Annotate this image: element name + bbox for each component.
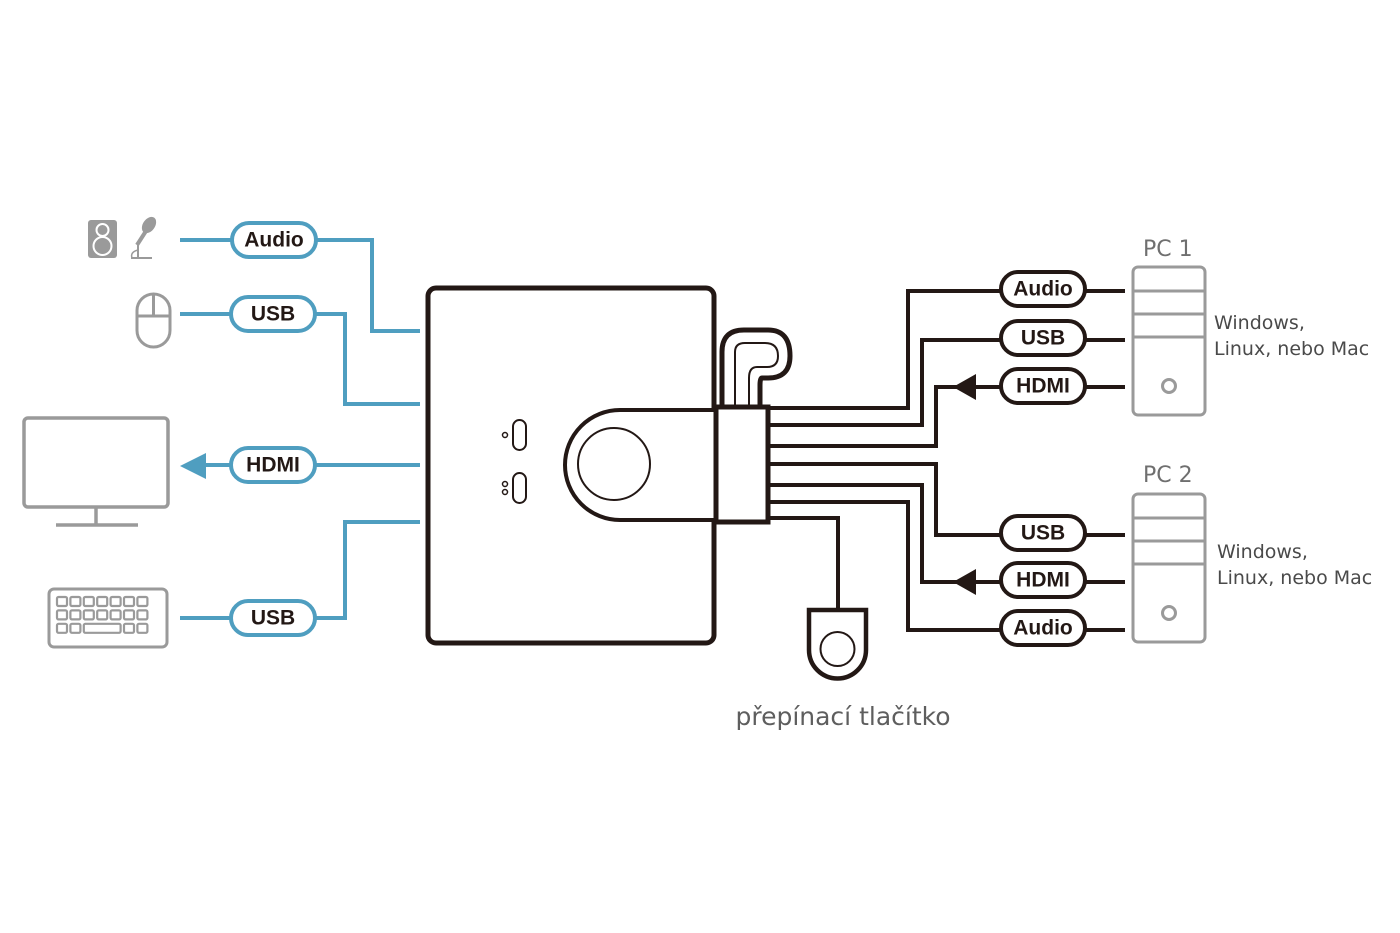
keyboard-key <box>122 595 136 608</box>
svg-text:HDMI: HDMI <box>246 454 300 477</box>
pc-tower-icon <box>1131 492 1207 644</box>
remote-switch: přepínací tlačítko <box>735 607 951 731</box>
keyboard-key <box>96 595 109 608</box>
keyboard-key <box>136 595 149 608</box>
pc2-os-line2: Linux, nebo Mac <box>1217 567 1372 589</box>
keyboard-key <box>109 609 122 621</box>
keyboard-key <box>55 622 69 634</box>
pc1-usb-port-label: USB <box>999 319 1087 357</box>
console-audio-port-label: Audio <box>230 221 318 259</box>
cable-connector-block <box>713 404 771 525</box>
pc2-hdmi-port-label: HDMI <box>999 561 1087 599</box>
svg-text:USB: USB <box>251 607 295 630</box>
pc1-os-line1: Windows, <box>1214 312 1305 334</box>
keyboard-key <box>122 622 136 634</box>
cable-loop-inner <box>734 342 780 405</box>
remote-switch-body <box>806 607 869 681</box>
pc1-hdmi-arrow <box>953 374 976 400</box>
svg-text:USB: USB <box>1021 327 1065 350</box>
remote-button-knob <box>577 427 651 501</box>
console-keyboard-port-label: USB <box>229 599 317 637</box>
hdmi-output-arrow <box>180 453 206 479</box>
remote-switch-label: přepínací tlačítko <box>735 702 950 731</box>
pc2-usb-port-label: USB <box>999 514 1087 552</box>
svg-text:HDMI: HDMI <box>1016 375 1070 398</box>
pc2-port-labels: USB HDMI Audio <box>999 514 1087 647</box>
pc1: PC 1 Windows, Linux, nebo Mac <box>1131 237 1369 417</box>
remote-switch-button <box>819 631 856 667</box>
svg-text:USB: USB <box>1021 522 1065 545</box>
pc2-os-line1: Windows, <box>1217 541 1308 563</box>
console-mouse-port-label: USB <box>229 295 317 333</box>
keyboard-key <box>82 595 95 608</box>
svg-text:Audio: Audio <box>244 229 303 252</box>
pc1-hdmi-port-label: HDMI <box>999 367 1087 405</box>
pc2-led-indicator <box>501 472 527 504</box>
keyboard-key <box>55 595 69 608</box>
svg-text:HDMI: HDMI <box>1016 569 1070 592</box>
keyboard-key <box>69 609 82 621</box>
pc1-title: PC 1 <box>1143 237 1193 262</box>
cable-loop-outer <box>719 327 793 405</box>
pc1-os-line2: Linux, nebo Mac <box>1214 338 1369 360</box>
pc-tower-icon <box>1131 265 1207 417</box>
keyboard-key <box>136 622 149 634</box>
keyboard-key <box>109 595 122 608</box>
kvm-switch <box>425 285 793 646</box>
pc1-port-labels: Audio USB HDMI <box>999 270 1087 405</box>
keyboard-key <box>69 595 82 608</box>
console-hdmi-port-label: HDMI <box>229 446 317 484</box>
monitor-icon <box>22 416 170 527</box>
keyboard-key <box>96 609 109 621</box>
pc2: PC 2 Windows, Linux, nebo Mac <box>1131 463 1372 644</box>
pc1-led-indicator <box>501 419 527 451</box>
remote-switch-cable <box>768 516 840 612</box>
svg-text:Audio: Audio <box>1013 617 1072 640</box>
microphone-icon <box>130 216 157 259</box>
console-side: Audio USB HDMI USB <box>22 216 420 649</box>
pc2-audio-port-label: Audio <box>999 609 1087 647</box>
keyboard-key <box>69 622 82 634</box>
pc2-title: PC 2 <box>1143 463 1193 488</box>
speaker-icon <box>88 220 117 258</box>
keyboard-key <box>82 609 95 621</box>
pc1-audio-port-label: Audio <box>999 270 1087 308</box>
keyboard-icon <box>47 587 169 649</box>
keyboard-key <box>55 609 69 621</box>
remote-button-housing <box>563 408 716 522</box>
pc2-hdmi-arrow <box>953 569 976 595</box>
keyboard-key <box>82 622 122 634</box>
mouse-icon <box>135 292 172 349</box>
svg-text:USB: USB <box>251 303 295 326</box>
keyboard-key <box>122 609 136 621</box>
svg-text:Audio: Audio <box>1013 278 1072 301</box>
keyboard-key <box>136 609 149 621</box>
